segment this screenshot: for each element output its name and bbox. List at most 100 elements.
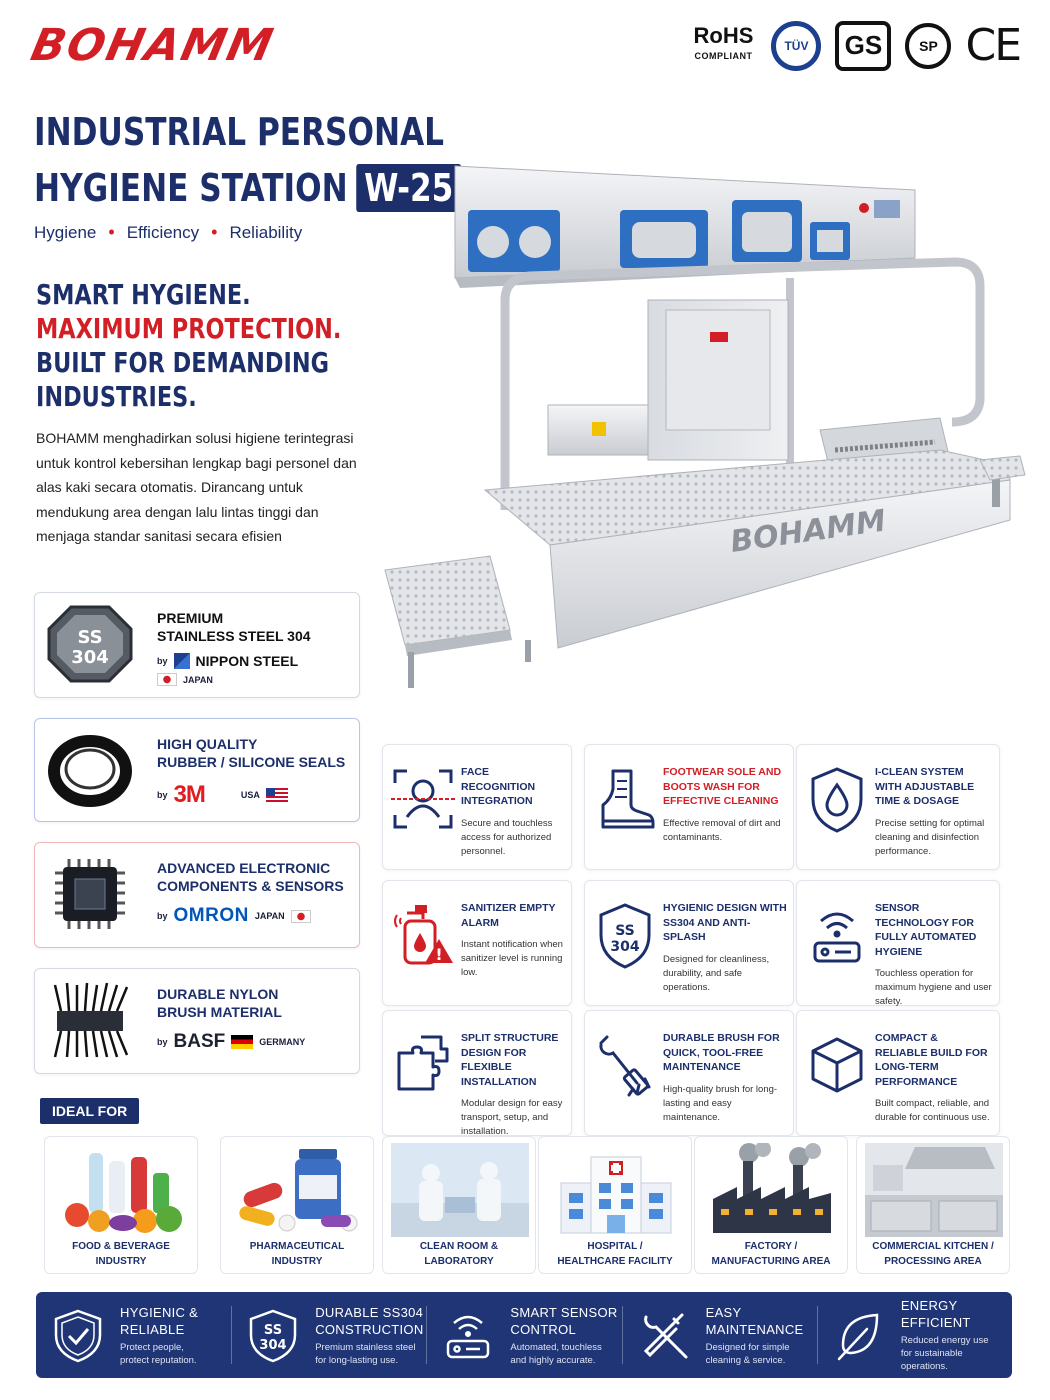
- benefit-title: EFFICIENT: [900, 1315, 971, 1330]
- by-label: by: [157, 790, 168, 800]
- headline-line3: BUILT FOR DEMANDING: [36, 346, 329, 379]
- benefit-title: EASY: [705, 1304, 742, 1320]
- sensor-wifi-icon: [813, 912, 861, 963]
- feature-body: DURABLE BRUSH FOR QUICK, TOOL-FREE MAINT…: [663, 1031, 787, 1125]
- feature-desc: Designed for cleanliness, durability, an…: [663, 953, 770, 993]
- material-title: COMPONENTS & SENSORS: [157, 878, 344, 894]
- benefit-desc-line: and highly accurate.: [510, 1354, 596, 1366]
- microchip-icon: [55, 859, 125, 929]
- feature-title: FOOTWEAR SOLE AND BOOTS WASH FOR EFFECTI…: [663, 766, 782, 807]
- material-title: RUBBER / SILICONE SEALS: [157, 754, 346, 770]
- tagline-item: Efficiency: [126, 222, 200, 242]
- ce-logo: CE: [965, 20, 1022, 71]
- benefit-title: DURABLE SS304: [315, 1304, 424, 1320]
- ideal-item-label: FOOD & BEVERAGE INDUSTRY: [49, 1239, 193, 1269]
- ss304-icon-text: SS: [264, 1323, 282, 1338]
- material-brand: by NIPPON STEEL: [157, 653, 351, 669]
- ideal-item-line: FACTORY /: [744, 1241, 798, 1252]
- japan-flag-icon: [157, 673, 177, 686]
- tagline: Hygiene • Efficiency • Reliability: [34, 222, 302, 243]
- ss304-icon-text: SS: [615, 923, 635, 939]
- ss304-icon-text: 304: [610, 939, 639, 955]
- ideal-item-line: HEALTHCARE FACILITY: [557, 1256, 673, 1267]
- benefit-desc-line: Automated, touchless: [510, 1341, 602, 1353]
- ideal-item-line: FOOD & BEVERAGE: [72, 1241, 170, 1252]
- face-recognition-icon: [391, 769, 455, 829]
- feature-sanitizer-alarm: ! SANITIZER EMPTY ALARM Instant notifica…: [382, 880, 572, 1006]
- rohs-text: RoHS: [693, 22, 754, 48]
- hospital-image: [560, 1156, 672, 1234]
- headline-line4: INDUSTRIES.: [36, 380, 197, 413]
- ss304-badge-icon: SS 304: [47, 605, 133, 683]
- benefit-title: MAINTENANCE: [705, 1321, 804, 1337]
- feature-body: HYGIENIC DESIGN WITH SS304 AND ANTI-SPLA…: [663, 901, 787, 995]
- ideal-item-clean-room: CLEAN ROOM &LABORATORY: [382, 1136, 536, 1274]
- ideal-item-label: COMMERCIAL KITCHEN / PROCESSING AREA: [861, 1239, 1005, 1269]
- ideal-item-line: INDUSTRY: [95, 1256, 147, 1267]
- pharmaceutical-image: [239, 1149, 358, 1232]
- ce-text: CE: [965, 20, 1022, 71]
- brand-name: BASF: [173, 1031, 226, 1052]
- feature-title: I-CLEAN SYSTEM WITH ADJUSTABLE TIME & DO…: [875, 766, 975, 807]
- country-label: JAPAN: [254, 911, 285, 921]
- benefit-desc-line: for long-lasting use.: [315, 1354, 399, 1366]
- boot-icon: [601, 769, 655, 829]
- feature-body: I-CLEAN SYSTEM WITH ADJUSTABLE TIME & DO…: [875, 765, 993, 859]
- cube-icon: [811, 1037, 863, 1093]
- feature-desc: Precise setting for optimal cleaning and…: [875, 817, 985, 857]
- brand-name: 3M: [173, 781, 206, 808]
- benefit-desc-line: Premium stainless steel: [315, 1341, 416, 1353]
- tagline-item: Reliability: [229, 222, 303, 242]
- nippon-steel-icon: [173, 653, 190, 669]
- ideal-item-line: PROCESSING AREA: [884, 1256, 982, 1267]
- benefit-text: HYGIENIC & RELIABLE Protect people,prote…: [120, 1304, 198, 1367]
- feature-desc: Effective removal of dirt and contaminan…: [663, 817, 781, 843]
- material-card-electronics: ADVANCED ELECTRONIC COMPONENTS & SENSORS…: [34, 842, 360, 948]
- sanitizer-alarm-icon: !: [394, 905, 453, 965]
- brand-name: OMRON: [173, 905, 249, 926]
- tuv-logo: TÜV: [771, 20, 822, 71]
- food-beverage-image: [65, 1153, 182, 1233]
- bullet-dot: •: [108, 222, 115, 242]
- benefit-desc: Protect people,protect reputation.: [120, 1341, 198, 1367]
- feature-title: SPLIT STRUCTURE DESIGN FOR FLEXIBLE INST…: [461, 1032, 559, 1088]
- clean-room-image: [391, 1143, 529, 1237]
- feature-desc: Touchless operation for maximum hygiene …: [875, 968, 992, 1007]
- rubber-seal-icon: [48, 735, 132, 807]
- benefit-smart-sensor: SMART SENSOR CONTROL Automated, touchles…: [426, 1292, 621, 1378]
- ideal-item-factory: FACTORY / MANUFACTURING AREA: [694, 1136, 848, 1274]
- brand-logo-text: BOHAMM: [26, 20, 279, 71]
- product-title-line2-text: HYGIENE STATION: [34, 166, 348, 210]
- ideal-item-line: INDUSTRY: [271, 1256, 323, 1267]
- feature-desc: Instant notification when sanitizer leve…: [461, 939, 563, 978]
- csa-logo: SP: [905, 22, 952, 69]
- sensor-wifi-icon: [447, 1315, 490, 1359]
- ss304-icon-text: 304: [71, 647, 109, 668]
- feature-title: COMPACT & RELIABLE BUILD FOR LONG-TERM P…: [875, 1032, 988, 1088]
- benefit-desc-line: Reduced energy use: [900, 1335, 989, 1346]
- ideal-item-line: MANUFACTURING AREA: [711, 1256, 831, 1267]
- ss304-shield-icon: SS 304: [249, 1309, 297, 1363]
- benefit-title: ENERGY: [900, 1298, 958, 1313]
- material-card-body: PREMIUM STAINLESS STEEL 304 by NIPPON ST…: [157, 609, 351, 686]
- feature-compact-build: COMPACT & RELIABLE BUILD FOR LONG-TERM P…: [796, 1010, 1000, 1136]
- leaf-icon: [837, 1313, 879, 1361]
- bullet-dot: •: [211, 222, 218, 242]
- csa-text: SP: [919, 37, 938, 54]
- puzzle-icon: [397, 1035, 449, 1091]
- usa-flag-icon: [265, 788, 288, 802]
- shield-check-icon: [54, 1309, 102, 1363]
- hygiene-station-image: BOHAMM: [384, 165, 1026, 688]
- svg-text:!: !: [435, 945, 442, 964]
- feature-footwear-wash: FOOTWEAR SOLE AND BOOTS WASH FOR EFFECTI…: [584, 744, 794, 870]
- benefit-title: RELIABLE: [120, 1321, 185, 1337]
- benefit-text: SMART SENSOR CONTROL Automated, touchles…: [510, 1304, 617, 1367]
- nylon-brush-icon: [53, 982, 129, 1058]
- material-title: BRUSH MATERIAL: [157, 1004, 282, 1020]
- ideal-item-line: COMMERCIAL KITCHEN /: [872, 1241, 994, 1252]
